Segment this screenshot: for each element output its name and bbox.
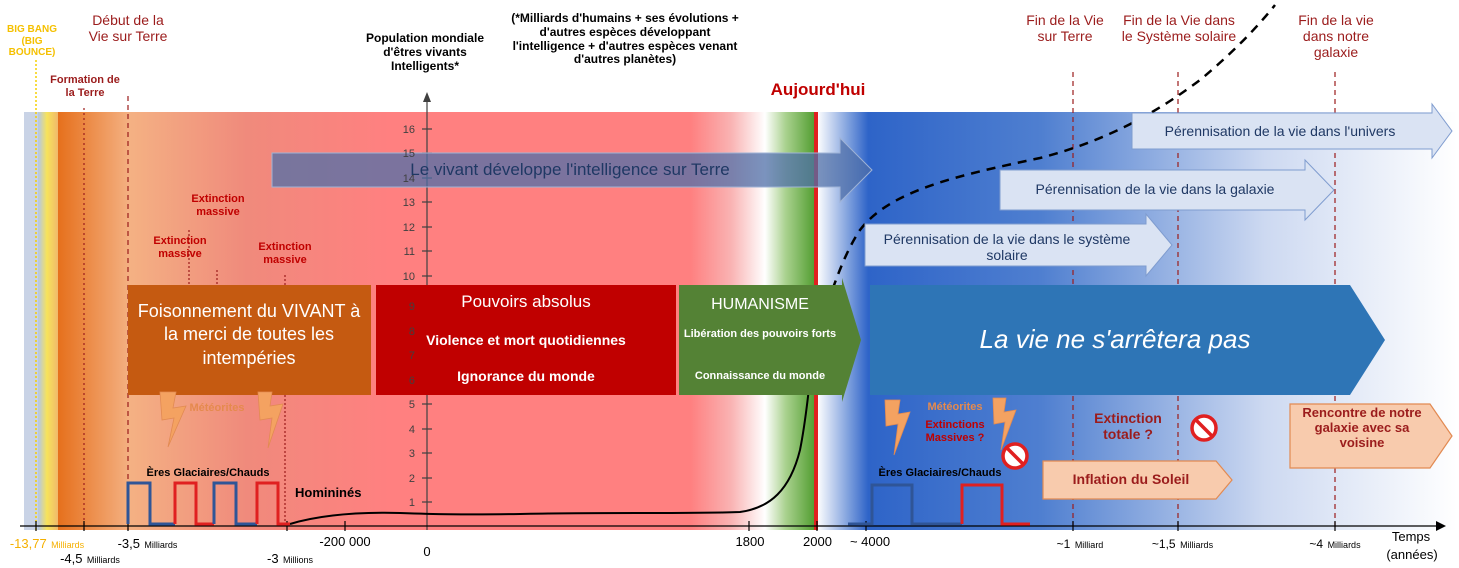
lightning-icon (992, 397, 1017, 451)
pouvoirs-title: Pouvoirs absolus (461, 292, 591, 311)
x-axis-title: Temps (1391, 529, 1431, 544)
extinctions-right-label: Extinctions Massives ? (925, 419, 985, 444)
x-label-num: -13,77 (9, 536, 47, 551)
x-label-num: ~1,5 (1151, 537, 1176, 551)
lightning-icon (257, 391, 284, 449)
x-label-4000: ~ 4000 (849, 534, 891, 549)
note-label: (*Milliards d'humains + ses évolutions +… (511, 11, 739, 67)
population-label: Population mondiale d'êtres vivants Inte… (365, 31, 484, 73)
debut-vie-label: Début de la Vie sur Terre (88, 12, 168, 45)
fin-vie-systeme-label: Fin de la Vie dans le Système solaire (1121, 12, 1237, 45)
meteorites-right-label: Météorites (927, 401, 983, 413)
x-label-unit: Milliards (144, 540, 178, 550)
meteorites-left-label: Météorites (189, 402, 245, 414)
lightning-icon (159, 391, 187, 448)
humanisme-line2: Connaissance du monde (694, 370, 826, 382)
x-label-unit: Milliards (51, 540, 85, 550)
fin-vie-terre-label: Fin de la Vie sur Terre (1026, 12, 1104, 45)
no-entry-icon (1001, 442, 1029, 470)
univers-arrow (1131, 102, 1453, 160)
humanisme-line1: Libération des pouvoirs forts (683, 328, 837, 340)
vie-continue-arrow (870, 285, 1385, 395)
y-tick: 6 (409, 375, 415, 387)
x-label-hominines: -3 Millions (245, 550, 335, 568)
x-label-unit: Milliard (1074, 540, 1104, 550)
x-axis-unit: (années) (1386, 547, 1438, 562)
y-tick: 16 (403, 124, 415, 136)
no-entry-icon (1190, 414, 1218, 442)
x-label-unit: Milliards (1327, 540, 1361, 550)
y-tick: 13 (403, 197, 415, 209)
pouvoirs-line2: Ignorance du monde (457, 368, 595, 384)
x-label-1-5-milliards: ~1,5 Milliards (1135, 535, 1230, 553)
x-label-terre: -4,5 Milliards (45, 550, 135, 568)
extinction-label: Extinction massive (191, 193, 245, 218)
eres-left-label: Ères Glaciaires/Chauds (146, 467, 270, 479)
x-label-unit: Millions (283, 555, 314, 565)
x-label-4-milliards: ~4 Milliards (1290, 535, 1380, 553)
intelligence-arrow (271, 136, 873, 204)
y-tick: 11 (404, 246, 415, 258)
y-tick: 10 (403, 271, 415, 283)
extinction-label: Extinction massive (258, 241, 312, 266)
formation-terre-label: Formation de la Terre (50, 74, 120, 99)
y-tick: 14 (403, 173, 415, 185)
x-label-num: ~1 (1056, 537, 1071, 551)
y-tick: 8 (409, 326, 415, 338)
x-label-num: -3,5 (117, 536, 140, 551)
vie-continue-text: La vie ne s'arrêtera pas (979, 324, 1251, 354)
rencontre-arrow-text: Rencontre de notre galaxie avec sa voisi… (1302, 405, 1422, 450)
x-label-bigbang: -13,77 Milliards (2, 535, 92, 553)
x-label-num: ~4 (1309, 537, 1324, 551)
systeme-arrow-text: Pérennisation de la vie dans le système … (883, 231, 1131, 264)
y-tick: 3 (409, 448, 415, 460)
pouvoirs-line1: Violence et mort quotidiennes (426, 332, 626, 348)
rencontre-arrow (1289, 403, 1453, 469)
systeme-arrow (864, 212, 1173, 278)
x-label-num: -4,5 (60, 551, 83, 566)
x-label-1800: 1800 (735, 534, 765, 549)
fin-vie-galaxie-label: Fin de la vie dans notre galaxie (1298, 12, 1374, 61)
inflation-arrow-text: Inflation du Soleil (1072, 471, 1190, 487)
y-tick: 2 (409, 473, 415, 485)
humanisme-arrow (679, 278, 861, 402)
y-tick: 5 (409, 399, 415, 411)
big-bang-label: BIG BANG (BIG BOUNCE) (7, 24, 57, 58)
y-tick: 15 (403, 148, 415, 160)
humanisme-title: HUMANISME (711, 296, 809, 313)
y-tick: 12 (403, 222, 415, 234)
galaxie-arrow (999, 158, 1335, 222)
x-label-unit: Milliards (1180, 540, 1214, 550)
foisonnement-text: Foisonnement du VIVANT à la merci de tou… (137, 301, 361, 368)
x-label-num: -3 (266, 551, 279, 566)
x-label-200000: -200 000 (319, 534, 371, 549)
y-tick: 9 (409, 301, 415, 313)
extinction-label: Extinction massive (153, 235, 207, 260)
y-tick: 7 (409, 350, 415, 362)
x-label-unit: Milliards (86, 555, 120, 565)
pouvoirs-block (376, 285, 676, 395)
intelligence-arrow-text: Le vivant développe l'intelligence sur T… (410, 160, 730, 179)
univers-arrow-text: Pérennisation de la vie dans l'univers (1164, 123, 1396, 139)
y-tick: 1 (409, 497, 415, 509)
lightning-icon (884, 399, 911, 456)
aujourdhui-label: Aujourd'hui (770, 80, 866, 99)
eres-right-label: Ères Glaciaires/Chauds (878, 467, 1002, 479)
x-label-1-milliard: ~1 Milliard (1040, 535, 1120, 553)
x-label-2000: 2000 (803, 534, 832, 549)
y-tick: 4 (409, 424, 415, 436)
x-label-zero: 0 (423, 544, 431, 559)
galaxie-arrow-text: Pérennisation de la vie dans la galaxie (1035, 181, 1275, 197)
extinction-totale-label: Extinction totale ? (1094, 410, 1162, 443)
foisonnement-block (128, 285, 371, 395)
hominines-label: Homininés (295, 485, 362, 500)
x-label-vie: -3,5 Milliards (100, 535, 195, 553)
inflation-arrow (1042, 460, 1233, 500)
